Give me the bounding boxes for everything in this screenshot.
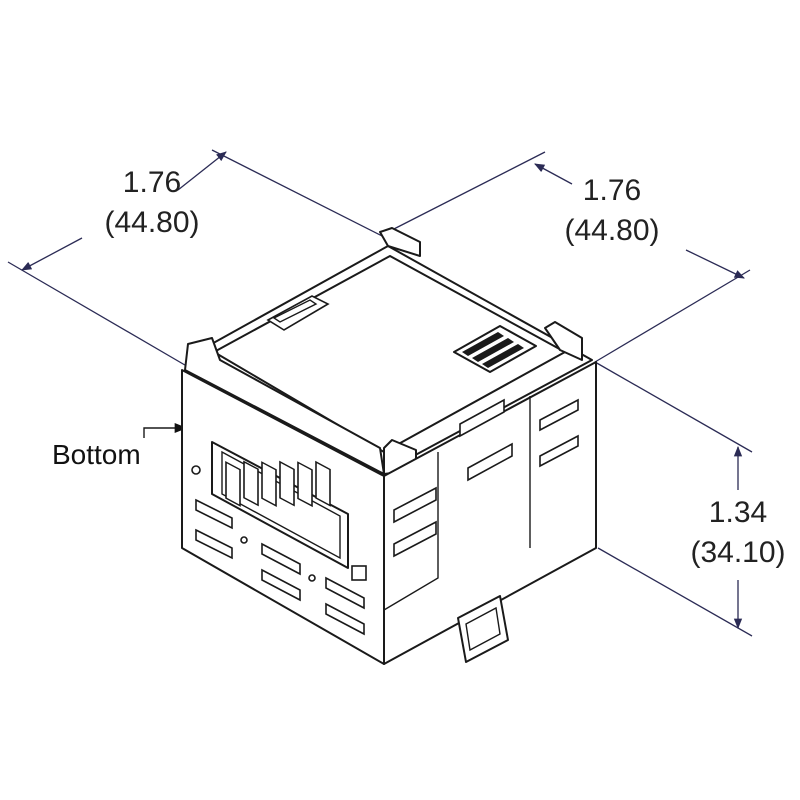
front-square-hole [351,565,367,581]
terminal-screws [225,460,331,508]
dimension-height: 1.34 (34.10) [594,361,786,637]
right-vent-6 [459,398,505,438]
right-face [383,361,597,665]
dimension-arrow-right-a [534,163,573,185]
dimension-arrow-right-b [685,249,745,279]
extension-line-right-front [594,269,751,363]
right-vent-4 [539,398,579,432]
top-connector-pin-1 [462,332,504,356]
front-vents [191,465,367,636]
top-back-tab [379,227,421,257]
bottom-label: Bottom [52,439,141,470]
dimension-left-mm: (44.80) [104,206,199,239]
front-vent-1 [195,498,233,530]
extension-line-height-bottom [597,547,753,637]
top-slot-inner [272,299,318,323]
front-vent-6 [325,602,365,636]
terminal-screw-5 [297,461,313,508]
front-hole-1 [240,536,248,544]
extension-line-right-back [387,151,546,233]
front-vent-4 [261,568,301,602]
dimension-height-mm: (34.10) [690,536,785,569]
top-right-tab [544,321,583,361]
dimension-right-width: 1.76 (44.80) [387,151,751,363]
right-vent-3 [467,442,513,482]
extension-line-height-top [594,361,753,453]
bottom-callout: Bottom [52,422,188,470]
terminal-screw-6 [315,460,331,507]
right-rail-edge [383,452,439,611]
terminal-screw-4 [279,460,295,507]
dimension-left-inch: 1.76 [123,166,181,199]
extension-line-left-back [211,149,391,241]
dimension-height-inch: 1.34 [709,496,767,529]
terminal-screw-2 [243,460,259,507]
top-connector-pin-2 [472,338,514,362]
dimension-arrow-left-b [177,151,227,191]
right-vent-2 [393,520,437,558]
terminal-screw-1 [225,460,241,507]
front-hole-3 [191,465,201,475]
front-vent-2 [195,528,233,560]
front-hole-2 [308,574,316,582]
terminal-screw-3 [261,461,277,507]
din-clip-inner [465,606,501,652]
dimension-right-mm: (44.80) [564,214,659,247]
right-vent-1 [393,486,437,524]
top-connector-pin-3 [482,344,524,368]
right-vents [393,398,579,558]
right-vent-5 [539,434,579,468]
front-vent-3 [261,542,301,576]
bottom-arrow [143,422,188,438]
module-body [181,227,597,665]
dimension-left-width: 1.76 (44.80) [7,149,391,369]
din-clip [457,595,509,663]
front-vent-5 [325,576,365,610]
dimension-arrow-left-a [21,237,83,271]
extension-line-left-front [7,261,191,369]
dimension-right-inch: 1.76 [583,174,641,207]
